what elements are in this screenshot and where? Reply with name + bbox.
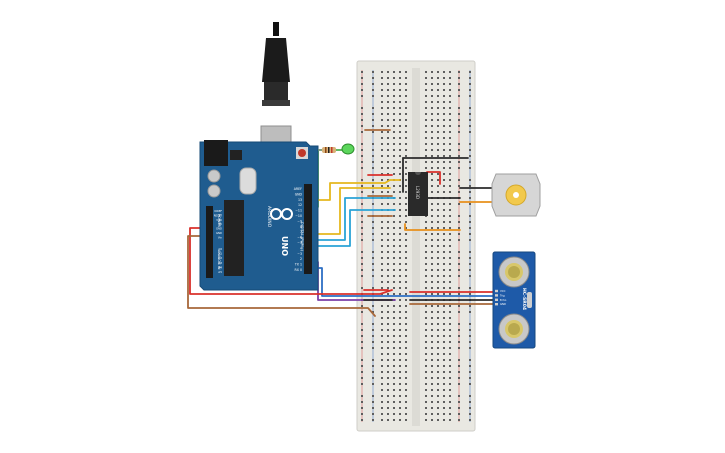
arduino-brand-label: ARDUINO (266, 206, 272, 228)
wire-orange-1 (404, 223, 461, 231)
wire-blue-sensor (311, 267, 497, 297)
sensor-pin-label: VCC (500, 289, 506, 293)
infinity-logo-icon (270, 208, 293, 220)
analog-header-label: ANALOG IN (217, 250, 221, 270)
pin-label: 4 (300, 246, 302, 250)
pin-label: 5V (219, 222, 223, 226)
pin-label: 13 (298, 198, 302, 202)
digital-header-label: DIGITAL (PWM~) (300, 222, 304, 252)
pin-label: A4 (218, 265, 222, 269)
pin-label: A1 (218, 252, 222, 256)
pin-label: 8 (300, 225, 302, 229)
pin-label: A2 (218, 256, 222, 260)
pin-label: ~9 (297, 219, 302, 223)
sensor-label: HC-SR04 (521, 288, 527, 310)
wire-yellow-1 (311, 179, 401, 201)
wires (187, 129, 497, 317)
pin-label: 2 (300, 257, 302, 261)
pin-label: GND (295, 192, 303, 196)
pin-label: GND (216, 231, 222, 235)
transducer-bottom-icon (498, 313, 530, 345)
arduino-uno: UNO ARDUINO DIGITAL (PWM~) POWER ANALOG … (199, 22, 319, 291)
usb-cable-icon (262, 22, 290, 106)
wire-brown-power (187, 235, 376, 317)
pin-label: A3 (218, 261, 222, 265)
pin-label: 3.3V (216, 218, 222, 222)
pin-label: TX 1 (294, 263, 302, 267)
pin-label: ~11 (295, 209, 302, 213)
sensor-pin (495, 289, 498, 293)
reset-button-icon (298, 149, 306, 157)
pin-label: ~6 (297, 236, 302, 240)
ic-label: L293D (415, 186, 420, 199)
pin-label: 12 (298, 203, 302, 207)
pin-label: GND (216, 227, 222, 231)
pin-label: AREF (294, 187, 302, 191)
wire-red-power (189, 227, 393, 295)
sensor-pin-label: GND (500, 302, 506, 306)
wire-red-ic (426, 171, 441, 185)
l293d-chip: L293D (408, 172, 428, 216)
sensor-pin-label: Echo (500, 298, 507, 302)
pin-label: IOREF (214, 209, 222, 213)
breadboard (356, 60, 476, 432)
wire-cyan-1 (311, 197, 396, 241)
pin-label: A5 (218, 270, 222, 274)
pin-label: 7 (300, 230, 302, 234)
pin-label: ~3 (297, 252, 302, 256)
sensor-pin (495, 298, 498, 301)
sensor-pin-label: Trig (500, 293, 505, 297)
arduino-model-label: UNO (280, 236, 289, 256)
pin-label: Vin (218, 235, 222, 239)
pin-label: RESET (214, 213, 223, 217)
power-header-label: POWER (217, 214, 221, 228)
sensor-pin (495, 303, 498, 306)
wire-yellow-2 (311, 187, 391, 235)
sensor-pin (495, 294, 498, 297)
transducer-top-icon (498, 256, 530, 288)
led-green-icon (341, 143, 355, 155)
pin-label: A0 (218, 247, 222, 251)
pin-label: RX 0 (295, 268, 302, 272)
dc-motor (491, 173, 541, 217)
pin-label: ~5 (297, 241, 302, 245)
pin-label: ~10 (295, 214, 302, 218)
resistor (318, 147, 336, 153)
wire-cyan-2 (311, 209, 396, 247)
